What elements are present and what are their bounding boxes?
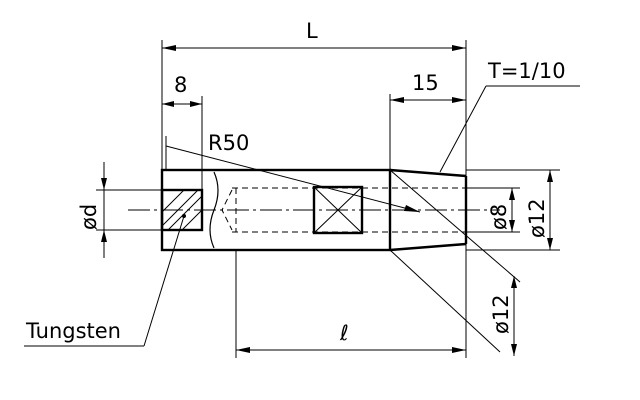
dim-12-right-label: ø12 (525, 198, 549, 238)
dim-8-dia-label: ø8 (487, 204, 511, 230)
taper-top-edge (389, 168, 467, 178)
dim-8-label: 8 (174, 73, 187, 97)
tungsten-label: Tungsten (25, 319, 121, 343)
dim-12-diagonal: ø12 (389, 169, 521, 356)
taper-note: T=1/10 (439, 59, 580, 173)
taper-label: T=1/10 (487, 59, 566, 83)
dim-15-label: 15 (412, 71, 439, 95)
dim-8-dia: ø8 (466, 187, 520, 233)
dim-d: ød (77, 162, 162, 258)
radius-label: R50 (208, 131, 249, 155)
dim-d-label: ød (77, 204, 101, 230)
dim-L: L (161, 19, 467, 176)
dim-l-label: ℓ (339, 321, 349, 345)
dim-12-right: ø12 (466, 169, 560, 251)
dim-l: ℓ (235, 244, 467, 358)
tungsten-note: Tungsten (24, 214, 186, 347)
dim-15: 15 (389, 71, 466, 170)
dim-12-diagonal-label: ø12 (489, 294, 513, 334)
taper-bottom-edge (389, 242, 467, 252)
radius-note: R50 (165, 131, 421, 213)
dim-8: 8 (162, 73, 203, 190)
dim-L-label: L (306, 19, 318, 43)
